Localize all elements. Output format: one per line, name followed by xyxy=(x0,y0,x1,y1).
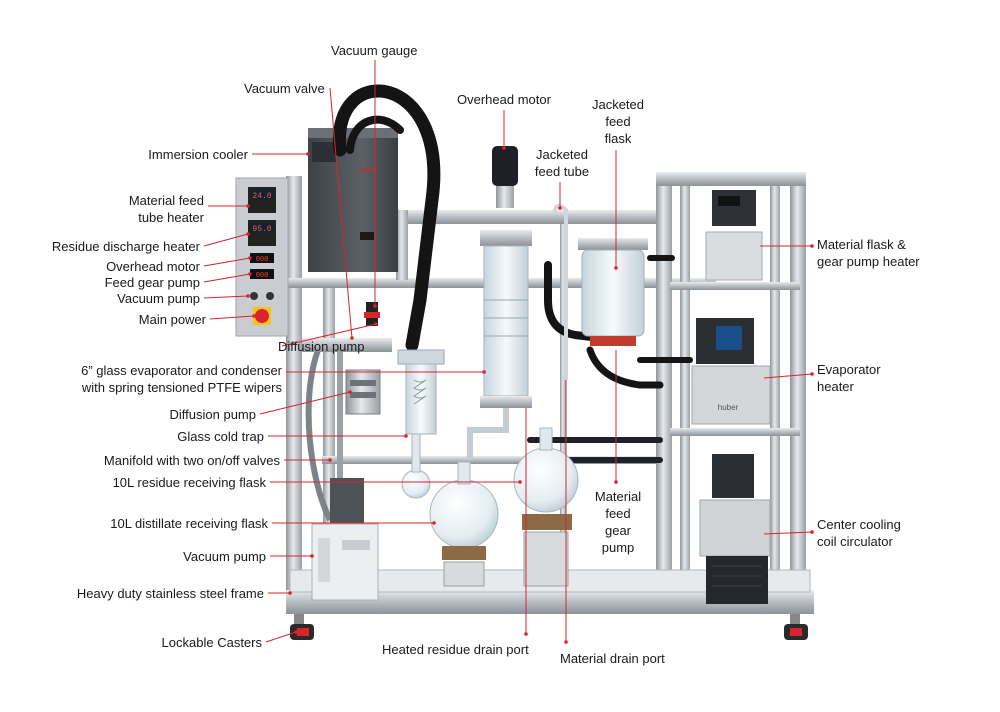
flask-heater-unit xyxy=(705,190,763,281)
cooler-brand-text: huber xyxy=(359,167,378,174)
label-residue-discharge-heater: Residue discharge heater xyxy=(51,239,200,254)
label-glass-cold-trap: Glass cold trap xyxy=(177,429,264,444)
readout-overhead-motor: 000 xyxy=(256,256,269,264)
leader-dot-distillate-flask xyxy=(432,521,436,525)
label-material-flask-heater: Material flask & gear pump heater xyxy=(817,237,920,269)
leader-dot-vacuum-pump xyxy=(310,554,314,558)
leader-dot-overhead-motor xyxy=(248,256,252,260)
hose-to-pump xyxy=(305,348,333,522)
leader-dot-residue-drain xyxy=(524,632,528,636)
jacketed-feed-flask-body xyxy=(552,203,648,380)
leader-dot-casters xyxy=(294,630,298,634)
leader-dot-evaporator xyxy=(482,370,486,374)
readout-residue-heater: 95.0 xyxy=(252,225,271,234)
leader-dot-cold-trap xyxy=(404,434,408,438)
leader-dot-vacuum-gauge xyxy=(373,304,377,308)
label-jacketed-feed-flask: Jacketed feed flask xyxy=(591,97,645,146)
glass-cold-trap xyxy=(397,349,445,435)
control-panel xyxy=(235,177,289,337)
leader-dot-jacketed-feed-flask xyxy=(614,266,618,270)
leader-circulator xyxy=(763,531,813,535)
label-evaporator-condenser: 6” glass evaporator and condenser with s… xyxy=(81,363,282,395)
label-evaporator-heater: Evaporator heater xyxy=(817,362,881,394)
evaporator-column xyxy=(467,146,532,460)
leader-diffusion-pump-lower xyxy=(259,391,351,415)
label-material-drain: Material drain port xyxy=(560,651,665,666)
label-vacuum-pump: Vacuum pump xyxy=(183,549,266,564)
distillate-flask xyxy=(429,461,499,587)
leader-main-power xyxy=(209,315,255,320)
label-diffusion-pump-lower: Diffusion pump xyxy=(169,407,256,422)
leader-gear-pump xyxy=(203,273,251,283)
leader-vacuum-valve xyxy=(329,87,353,339)
leader-dot-residue-flask xyxy=(518,480,522,484)
leader-dot-overhead-motor-top xyxy=(502,146,506,150)
leader-dot-residue-heater xyxy=(246,232,250,236)
leader-residue-heater xyxy=(203,233,249,247)
leader-dot-flask-heater xyxy=(810,244,814,248)
label-heated-residue-drain: Heated residue drain port xyxy=(382,642,529,657)
leader-dot-main-power xyxy=(252,314,256,318)
leader-dot-evaporator-heater xyxy=(810,372,814,376)
leader-dot-feed-tube-heater xyxy=(246,204,250,208)
label-feed-gear-pump: Feed gear pump xyxy=(104,275,200,290)
stainless-frame xyxy=(286,172,814,640)
label-overhead-motor: Overhead motor xyxy=(106,259,200,274)
leader-evaporator-heater xyxy=(763,373,813,379)
label-material-feed-tube-heater: Material feed tube heater xyxy=(128,193,204,225)
label-casters: Lockable Casters xyxy=(161,635,262,650)
label-center-cooling: Center cooling coil circulator xyxy=(817,517,901,549)
leader-diffusion-pump-upper xyxy=(281,323,377,347)
leader-dot-jacketed-feed-tube xyxy=(558,206,562,210)
label-immersion-cooler: Immersion cooler xyxy=(148,147,248,162)
label-overhead-motor-top: Overhead motor xyxy=(457,92,551,107)
readout-feed-tube-heater: 24.0 xyxy=(252,192,271,201)
diffusion-pump-assembly xyxy=(302,338,392,415)
leader-dot-vacuum-pump-switch xyxy=(246,294,250,298)
circulator-unit xyxy=(699,454,771,604)
shelf-brand-text: huber xyxy=(718,403,739,412)
label-vacuum-gauge: Vacuum gauge xyxy=(331,43,418,58)
label-manifold: Manifold with two on/off valves xyxy=(103,453,280,468)
leader-dot-circulator xyxy=(810,530,814,534)
label-vacuum-pump-switch: Vacuum pump xyxy=(117,291,200,306)
leader-overhead-motor xyxy=(203,257,251,267)
leader-dot-gear-pump xyxy=(248,272,252,276)
evaporator-heater-unit xyxy=(691,318,771,425)
label-material-feed-gear-pump: Material feed gear pump xyxy=(594,489,642,555)
vacuum-pump-unit xyxy=(311,478,379,601)
leader-dot-manifold xyxy=(328,458,332,462)
leader-vacuum-pump-switch xyxy=(203,295,249,299)
label-residue-flask: 10L residue receiving flask xyxy=(112,475,266,490)
label-distillate-flask: 10L distillate receiving flask xyxy=(110,516,268,531)
leader-dot-diffusion-pump-lower xyxy=(348,390,352,394)
leader-dot-material-drain xyxy=(564,640,568,644)
leader-dot-immersion-cooler xyxy=(306,152,310,156)
residue-flask xyxy=(513,427,579,530)
leader-dot-feed-gear-pump xyxy=(614,480,618,484)
lab-jack xyxy=(523,531,569,587)
leader-casters xyxy=(265,631,297,643)
leader-dot-vacuum-valve xyxy=(350,336,354,340)
small-trap-flask xyxy=(401,433,431,499)
leader-dot-diffusion-pump-upper xyxy=(374,322,378,326)
label-jacketed-feed-tube: Jacketed feed tube xyxy=(534,147,590,179)
label-frame: Heavy duty stainless steel frame xyxy=(76,586,264,601)
label-main-power: Main power xyxy=(138,312,206,327)
label-vacuum-valve: Vacuum valve xyxy=(244,81,325,96)
label-diffusion-pump-upper: Diffusion pump xyxy=(278,339,365,354)
leader-lines xyxy=(203,60,814,644)
leader-dot-frame xyxy=(288,591,292,595)
readout-gear-pump: 000 xyxy=(256,272,269,280)
